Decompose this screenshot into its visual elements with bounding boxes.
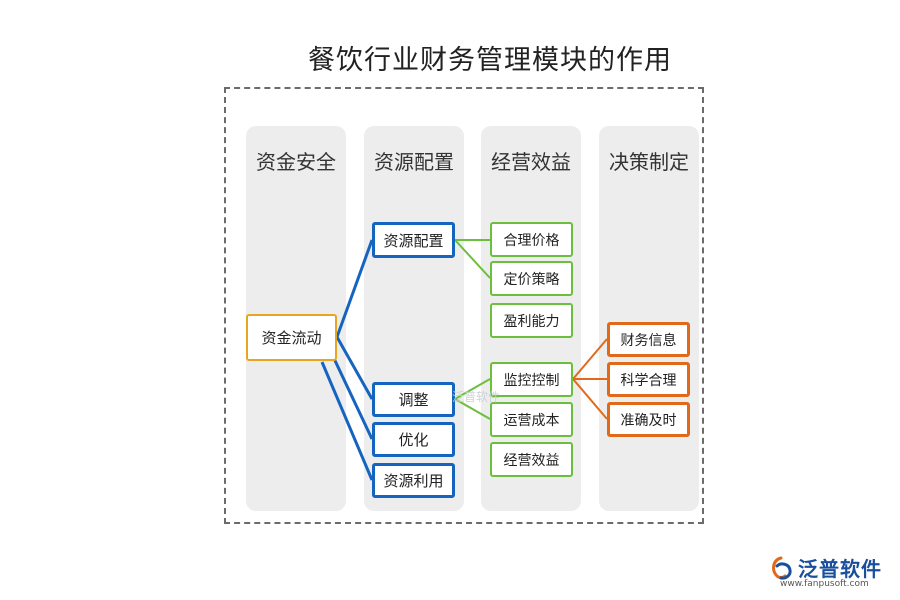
- node-monitor-control: 监控控制: [490, 362, 573, 397]
- node-adjust: 调整: [372, 382, 455, 417]
- connector-monitor-to-accurate: [572, 378, 608, 420]
- node-fund-flow: 资金流动: [246, 314, 337, 361]
- node-scientific-reasonable: 科学合理: [607, 362, 690, 397]
- column-heading: 资源配置: [374, 150, 454, 174]
- column-decision-making: [599, 126, 699, 511]
- node-optimize: 优化: [372, 422, 455, 457]
- connector-monitor-to-info: [572, 338, 608, 380]
- node-operating-cost: 运营成本: [490, 402, 573, 437]
- node-resource-config: 资源配置: [372, 222, 455, 258]
- connector-fund-to-adjust: [335, 336, 374, 400]
- node-operating-benefit: 经营效益: [490, 442, 573, 477]
- node-resource-use: 资源利用: [372, 463, 455, 498]
- logo-url: www.fanpusoft.com: [780, 579, 869, 589]
- column-heading: 决策制定: [609, 150, 689, 174]
- diagram-title: 餐饮行业财务管理模块的作用: [308, 45, 672, 76]
- node-financial-info: 财务信息: [607, 322, 690, 357]
- connector-adjust-to-monitor: [454, 378, 491, 400]
- node-accurate-timely: 准确及时: [607, 402, 690, 437]
- connector-fund-to-use: [320, 361, 374, 481]
- column-heading: 资金安全: [256, 150, 336, 174]
- logo-swirl-icon: [772, 556, 792, 580]
- connector-fund-to-optimize: [328, 349, 374, 440]
- column-heading: 经营效益: [491, 150, 571, 174]
- watermark-text: 泛普软件: [452, 390, 501, 404]
- brand-logo: 泛普软件: [768, 553, 882, 582]
- node-reasonable-price: 合理价格: [490, 222, 573, 257]
- connector-fund-to-config: [335, 239, 374, 338]
- connector-adjust-to-cost: [454, 398, 491, 420]
- logo-name: 泛普软件: [798, 557, 882, 581]
- connector-config-to-strategy: [454, 239, 491, 279]
- node-profitability: 盈利能力: [490, 303, 573, 338]
- node-pricing-strategy: 定价策略: [490, 261, 573, 296]
- dashed-frame: [224, 87, 704, 524]
